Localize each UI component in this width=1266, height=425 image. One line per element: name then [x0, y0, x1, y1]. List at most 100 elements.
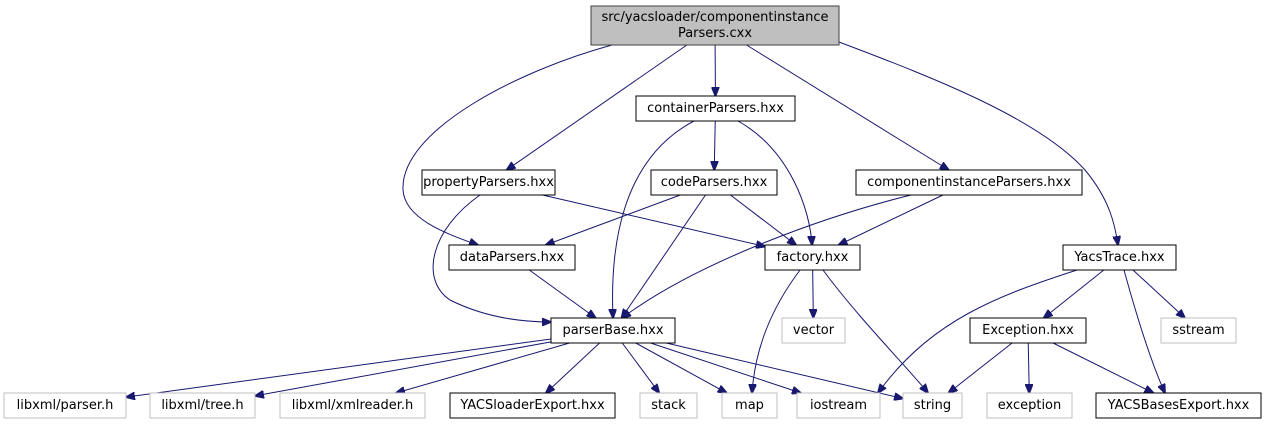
node-box — [421, 169, 556, 196]
node-label: factory.hxx — [777, 250, 849, 265]
edge-componentinstanceParsers-to-factory — [839, 194, 944, 245]
node-libxml_parser: libxml/parser.h — [3, 392, 127, 419]
node-box — [969, 317, 1087, 344]
node-label: map — [735, 398, 764, 413]
node-box — [448, 244, 576, 271]
edge-parserBase-to-iostream — [650, 342, 801, 393]
edge-root-to-componentinstanceParsers — [746, 44, 949, 170]
edge-codeParsers-to-factory — [730, 194, 796, 245]
node-label: src/yacsloader/componentinstance — [601, 10, 828, 25]
node-containerParsers[interactable]: containerParsers.hxx — [635, 95, 796, 122]
node-box — [149, 392, 256, 419]
node-sstream: sstream — [1160, 317, 1237, 344]
node-label: Exception.hxx — [982, 323, 1074, 338]
edge-dataParsers-to-parserBase — [529, 269, 595, 318]
edge-containerParsers-to-codeParsers — [714, 120, 715, 170]
node-label: propertyParsers.hxx — [423, 175, 554, 190]
edge-parserBase-to-libxml_xmlreader — [396, 342, 570, 393]
node-label: containerParsers.hxx — [647, 101, 784, 116]
edge-parserBase-to-YACSloaderExport — [546, 342, 600, 393]
edge-parserBase-to-libxml_parser — [126, 338, 552, 397]
node-stack: stack — [639, 392, 698, 419]
node-label: sstream — [1172, 323, 1224, 338]
node-label: codeParsers.hxx — [661, 175, 768, 190]
edge-propertyParsers-to-parserBase — [432, 194, 551, 322]
node-box — [721, 392, 778, 419]
node-label: parserBase.hxx — [562, 323, 663, 338]
node-factory[interactable]: factory.hxx — [764, 244, 861, 271]
node-label: iostream — [810, 398, 867, 413]
edge-factory-to-string — [822, 269, 928, 393]
node-YACSloaderExport[interactable]: YACSloaderExport.hxx — [449, 392, 616, 419]
node-libxml_xmlreader: libxml/xmlreader.h — [279, 392, 426, 419]
node-box — [550, 317, 676, 344]
node-box — [3, 392, 127, 419]
nodes-layer: src/yacsloader/componentinstanceParsers.… — [3, 5, 1262, 419]
edge-parserBase-to-libxml_tree — [255, 341, 552, 396]
node-map: map — [721, 392, 778, 419]
node-label: libxml/xmlreader.h — [292, 398, 414, 413]
node-exception: exception — [986, 392, 1073, 419]
edge-propertyParsers-to-factory — [542, 194, 766, 247]
edge-codeParsers-to-dataParsers — [546, 194, 681, 245]
edge-root-to-YacsTrace — [838, 41, 1118, 245]
edge-factory-to-vector — [813, 269, 814, 318]
node-dataParsers[interactable]: dataParsers.hxx — [448, 244, 576, 271]
node-label: stack — [651, 398, 686, 413]
node-label: YacsTrace.hxx — [1073, 250, 1165, 265]
node-libxml_tree: libxml/tree.h — [149, 392, 256, 419]
node-box — [639, 392, 698, 419]
node-label: vector — [793, 323, 835, 338]
edge-YacsTrace-to-YACSBasesExport — [1123, 269, 1165, 393]
edge-YacsTrace-to-iostream — [878, 269, 1078, 393]
node-box — [650, 169, 778, 196]
node-label: exception — [998, 398, 1062, 413]
edge-factory-to-map — [752, 269, 801, 393]
edge-containerParsers-to-factory — [737, 120, 812, 245]
node-string: string — [902, 392, 963, 419]
edge-YacsTrace-to-Exception — [1044, 269, 1105, 318]
node-YacsTrace[interactable]: YacsTrace.hxx — [1062, 244, 1177, 271]
node-box — [1062, 244, 1177, 271]
edge-YacsTrace-to-sstream — [1132, 269, 1185, 318]
node-parserBase[interactable]: parserBase.hxx — [550, 317, 676, 344]
node-box — [781, 317, 846, 344]
node-box — [449, 392, 616, 419]
edge-parserBase-to-map — [635, 342, 727, 393]
node-box — [764, 244, 861, 271]
edge-componentinstanceParsers-to-parserBase — [622, 194, 912, 318]
node-YACSBasesExport[interactable]: YACSBasesExport.hxx — [1095, 392, 1262, 419]
edge-Exception-to-YACSBasesExport — [1052, 342, 1153, 393]
node-Exception[interactable]: Exception.hxx — [969, 317, 1087, 344]
node-label: dataParsers.hxx — [460, 250, 565, 265]
edge-parserBase-to-string — [666, 342, 903, 399]
node-label: string — [914, 398, 951, 413]
node-box — [590, 5, 840, 46]
node-label: libxml/parser.h — [17, 398, 114, 413]
edge-codeParsers-to-parserBase — [622, 194, 706, 318]
node-label: componentinstanceParsers.hxx — [867, 175, 1071, 190]
node-componentinstanceParsers[interactable]: componentinstanceParsers.hxx — [855, 169, 1083, 196]
edges-layer — [126, 41, 1185, 399]
node-box — [902, 392, 963, 419]
node-label: YACSBasesExport.hxx — [1107, 398, 1250, 413]
edge-containerParsers-to-parserBase — [613, 120, 695, 318]
edge-parserBase-to-stack — [621, 342, 659, 393]
node-codeParsers[interactable]: codeParsers.hxx — [650, 169, 778, 196]
node-label: libxml/tree.h — [161, 398, 243, 413]
node-box — [986, 392, 1073, 419]
edge-root-to-dataParsers — [402, 44, 613, 245]
node-box — [279, 392, 426, 419]
node-root[interactable]: src/yacsloader/componentinstanceParsers.… — [590, 5, 840, 46]
node-label: Parsers.cxx — [678, 26, 752, 41]
edge-root-to-propertyParsers — [507, 44, 688, 170]
edge-Exception-to-exception — [1028, 342, 1029, 393]
node-vector: vector — [781, 317, 846, 344]
node-box — [855, 169, 1083, 196]
node-label: YACSloaderExport.hxx — [459, 398, 605, 413]
node-iostream: iostream — [796, 392, 881, 419]
edge-Exception-to-string — [948, 342, 1013, 393]
node-propertyParsers[interactable]: propertyParsers.hxx — [421, 169, 556, 196]
node-box — [1160, 317, 1237, 344]
